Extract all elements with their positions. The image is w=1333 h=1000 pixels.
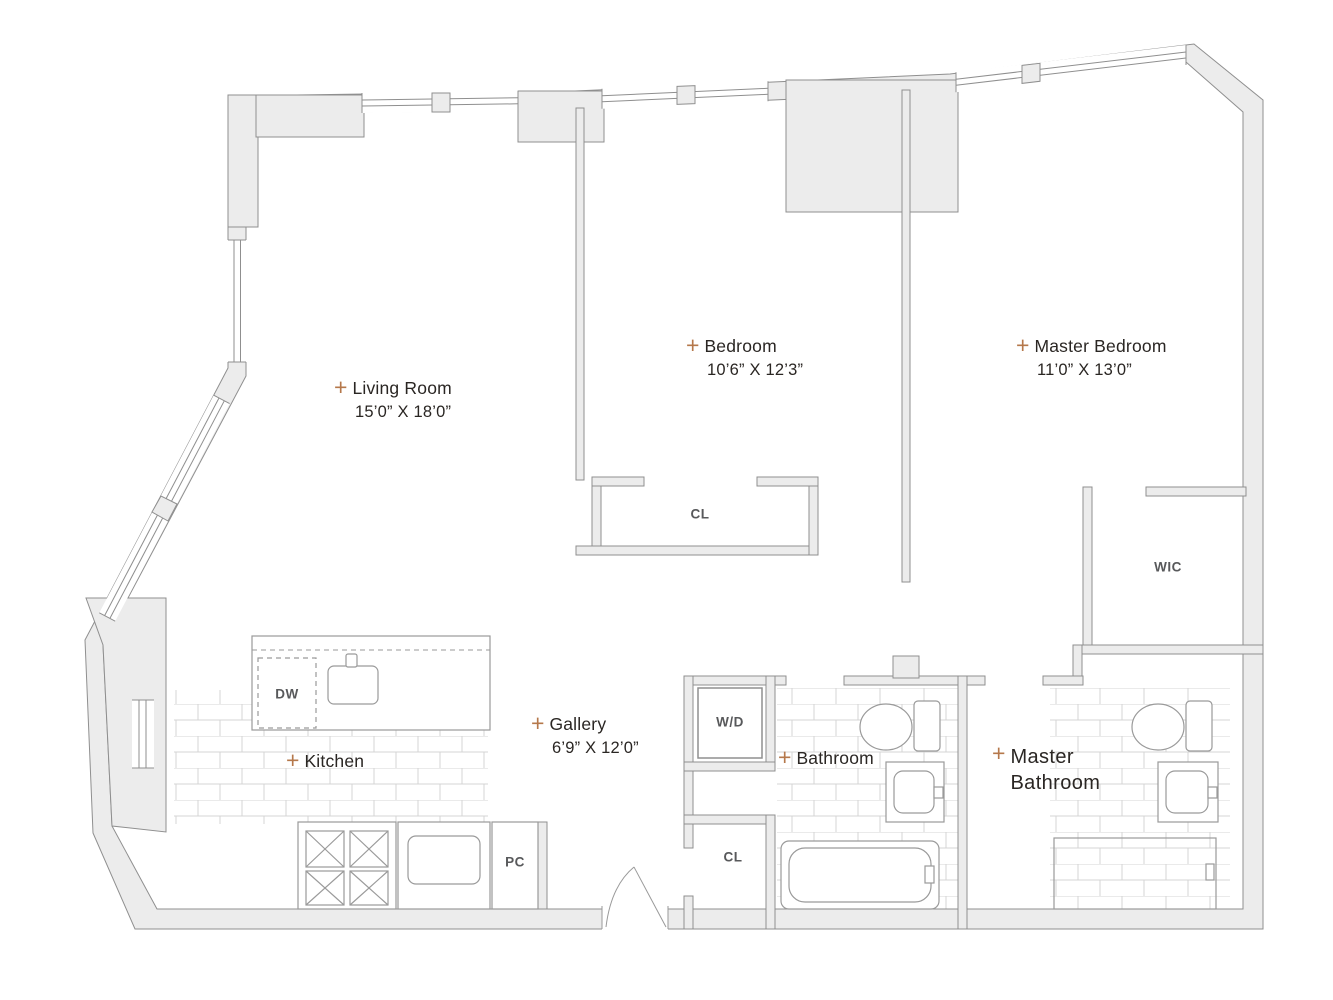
toilet: [1131, 700, 1213, 752]
laundry-wall: [683, 761, 776, 772]
faucet-icon: [345, 653, 358, 668]
bedroom-label: + Bedroom 10’6” X 12’3”: [686, 332, 804, 380]
room-name: Gallery: [549, 714, 607, 734]
structural-shaft: [785, 79, 959, 213]
room-dimensions: 10’6” X 12’3”: [707, 361, 804, 379]
window-mullion: [431, 92, 451, 113]
toilet: [859, 700, 941, 752]
room-name: Bedroom: [704, 336, 777, 356]
closet-wall: [575, 545, 819, 556]
wall-segment: [517, 90, 605, 143]
walk-in-closet-label: WIC: [1154, 559, 1182, 575]
gallery-label: + Gallery 6’9” X 12’0”: [531, 710, 639, 758]
room-marker-icon: +: [778, 744, 792, 770]
wic-wall: [1145, 486, 1247, 497]
laundry-wall: [765, 675, 776, 772]
room-marker-icon: +: [686, 332, 700, 358]
window: [601, 81, 769, 109]
master-bathroom-label: + Master Bathroom: [992, 740, 1120, 796]
kitchen-fixtures: [251, 635, 539, 910]
windows: [99, 45, 1187, 769]
washer-dryer-box: [697, 687, 763, 759]
oven-cabinet: [397, 821, 491, 910]
room-marker-icon: +: [531, 710, 545, 736]
window-mullion: [1021, 62, 1041, 84]
washer-dryer-label: W/D: [716, 714, 744, 730]
kitchen-label: + Kitchen: [286, 747, 365, 773]
closet-wall: [765, 814, 776, 930]
wall-living-bedroom: [575, 107, 585, 481]
wic-wall: [1072, 644, 1264, 655]
window: [361, 90, 519, 113]
wall-bedroom-master: [901, 89, 911, 583]
window-mullion: [151, 495, 178, 522]
room-dimensions: 15’0” X 18’0”: [355, 403, 452, 421]
bath-zone-wall: [1042, 675, 1084, 686]
room-name: Master Bathroom: [1010, 746, 1101, 794]
wall-segment: [255, 94, 365, 138]
closet-wall: [808, 476, 819, 556]
pantry-closet-box: [491, 821, 539, 910]
bathroom-fixtures: [780, 700, 1219, 910]
exterior-walls: [84, 43, 1264, 930]
window-mullion: [676, 85, 696, 105]
kitchen-sink: [327, 665, 379, 705]
wall-poche: [85, 597, 167, 833]
bathroom-label: + Bathroom: [778, 744, 874, 770]
shower: [1053, 837, 1217, 910]
room-dimensions: 6’9” X 12’0”: [552, 739, 639, 757]
wall-bath-masterbath: [957, 675, 968, 930]
living-room-label: + Living Room 15’0” X 18’0”: [334, 374, 452, 422]
sink-vanity: [1157, 761, 1219, 823]
master-bedroom-label: + Master Bedroom 11’0” X 13’0”: [1016, 332, 1167, 380]
gallery-wall: [683, 895, 694, 930]
door-leaf: [633, 866, 667, 928]
wall-pier: [227, 94, 259, 228]
plumbing-chase: [892, 655, 920, 679]
room-name: Bathroom: [796, 748, 874, 768]
closet-wall: [591, 476, 645, 487]
closet-wall: [591, 476, 602, 555]
window: [227, 239, 247, 363]
wic-wall: [1082, 486, 1093, 655]
window: [99, 394, 230, 622]
room-name: Living Room: [352, 378, 452, 398]
laundry: [697, 687, 763, 759]
closet-wall: [683, 814, 776, 825]
room-marker-icon: +: [1016, 332, 1030, 358]
kitchen-wall: [537, 821, 548, 910]
entry-door: [601, 866, 669, 930]
bathtub: [780, 840, 940, 910]
window: [132, 699, 154, 769]
room-name: Kitchen: [304, 751, 365, 771]
closet-wall: [756, 476, 819, 487]
room-marker-icon: +: [286, 747, 300, 773]
closet-gallery-label: CL: [723, 849, 743, 865]
room-name: Master Bedroom: [1034, 336, 1167, 356]
room-marker-icon: +: [992, 740, 1006, 766]
window: [955, 45, 1187, 93]
dishwasher-label: DW: [275, 686, 299, 702]
room-marker-icon: +: [334, 374, 348, 400]
closet-bedroom-label: CL: [690, 506, 710, 522]
interior-walls: [537, 89, 1264, 930]
stove: [297, 821, 397, 910]
dishwasher-outline: [257, 657, 317, 729]
room-dimensions: 11’0” X 13’0”: [1037, 361, 1132, 379]
pantry-closet-label: PC: [505, 854, 525, 870]
sink-vanity: [885, 761, 945, 823]
door-swing-arc: [605, 866, 635, 928]
